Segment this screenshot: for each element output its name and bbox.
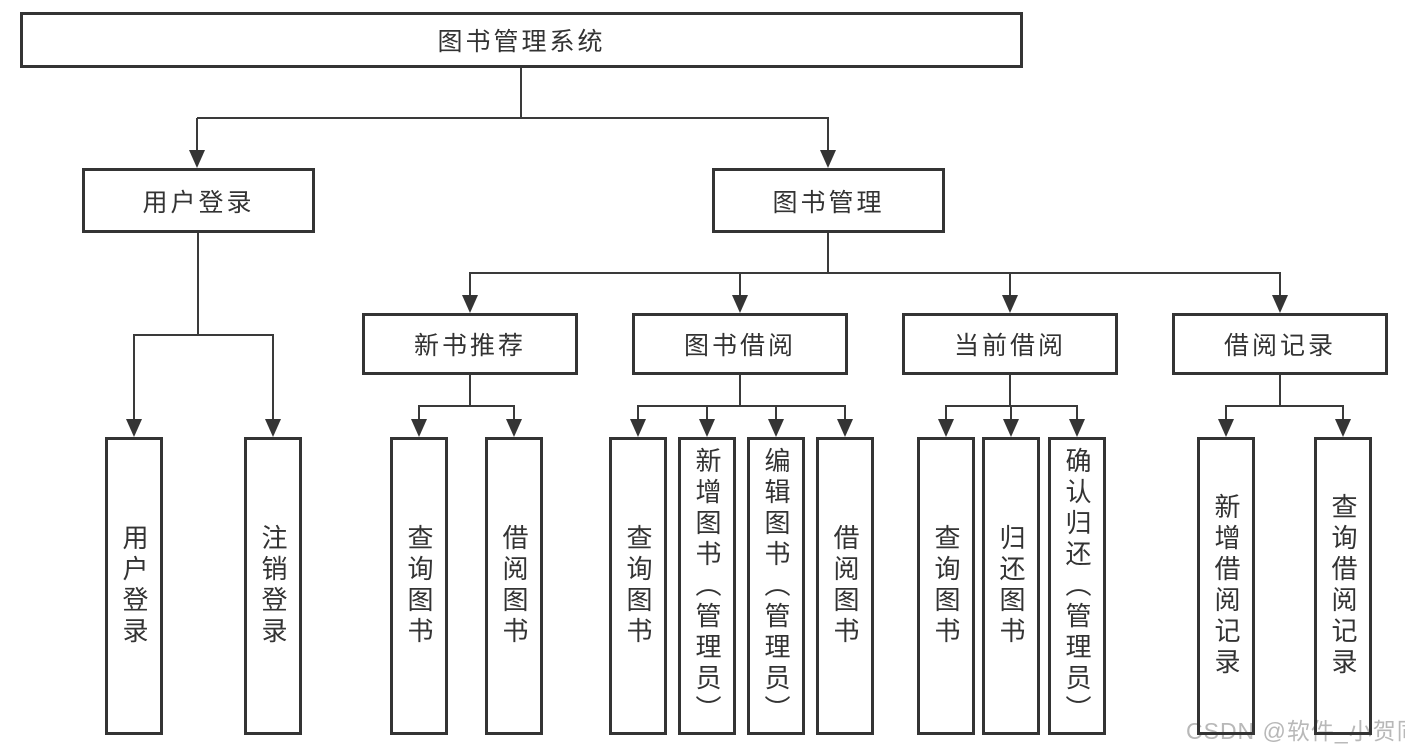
arrow-down-icon <box>189 150 205 168</box>
leaf-confirm-return-admin: 确认归还（管理员） <box>1048 437 1106 735</box>
leaf-borrow-books-recommend: 借阅图书 <box>485 437 543 735</box>
leaf-query-books-borrow-label: 查询图书 <box>623 524 653 648</box>
arrow-down-icon <box>265 419 281 437</box>
connector-line <box>827 233 829 273</box>
arrow-down-icon <box>1218 419 1234 437</box>
leaf-user-login-label: 用户登录 <box>119 524 149 648</box>
leaf-return-book: 归还图书 <box>982 437 1040 735</box>
leaf-borrow-books-recommend-label: 借阅图书 <box>499 524 529 648</box>
connector-line <box>1225 406 1227 423</box>
leaf-add-borrow-record-label: 新增借阅记录 <box>1211 493 1241 679</box>
connector-line <box>133 335 135 423</box>
leaf-edit-book-admin-label: 编辑图书（管理员） <box>761 446 791 726</box>
arrow-down-icon <box>837 419 853 437</box>
leaf-query-books-borrow: 查询图书 <box>609 437 667 735</box>
node-user-login: 用户登录 <box>82 168 315 233</box>
arrow-down-icon <box>938 419 954 437</box>
node-borrow-records-label: 借阅记录 <box>1223 332 1336 360</box>
connector-line <box>1225 405 1344 407</box>
node-user-login-label: 用户登录 <box>142 188 255 217</box>
connector-line <box>469 272 1281 274</box>
arrow-down-icon <box>411 419 427 437</box>
arrow-down-icon <box>506 419 522 437</box>
node-root-label: 图书管理系统 <box>437 28 606 56</box>
node-root: 图书管理系统 <box>20 12 1023 68</box>
leaf-query-books-current-label: 查询图书 <box>931 524 961 648</box>
connector-line <box>637 406 639 423</box>
connector-line <box>469 273 471 299</box>
connector-line <box>520 68 522 118</box>
leaf-query-books-current: 查询图书 <box>917 437 975 735</box>
connector-line <box>272 335 274 423</box>
connector-line <box>844 406 846 423</box>
node-book-management: 图书管理 <box>712 168 945 233</box>
arrow-down-icon <box>820 150 836 168</box>
connector-line <box>197 117 829 119</box>
node-current-borrow-label: 当前借阅 <box>953 332 1066 360</box>
arrow-down-icon <box>126 419 142 437</box>
connector-line <box>1009 375 1011 406</box>
arrow-down-icon <box>1003 419 1019 437</box>
node-borrow-records: 借阅记录 <box>1172 313 1388 375</box>
node-book-management-label: 图书管理 <box>772 188 885 217</box>
connector-line <box>706 406 708 423</box>
connector-line <box>513 406 515 423</box>
arrow-down-icon <box>768 419 784 437</box>
leaf-query-borrow-record-label: 查询借阅记录 <box>1328 493 1358 679</box>
leaf-query-books-recommend-label: 查询图书 <box>404 524 434 648</box>
arrow-down-icon <box>462 295 478 313</box>
leaf-add-book-admin-label: 新增图书（管理员） <box>692 446 722 726</box>
connector-line <box>1009 273 1011 299</box>
leaf-add-book-admin: 新增图书（管理员） <box>678 437 736 735</box>
connector-line <box>1342 406 1344 423</box>
connector-line <box>827 118 829 154</box>
leaf-logout: 注销登录 <box>244 437 302 735</box>
node-new-book-recommend-label: 新书推荐 <box>413 332 526 360</box>
connector-line <box>133 334 274 336</box>
connector-line <box>1010 406 1012 423</box>
arrow-down-icon <box>732 295 748 313</box>
leaf-confirm-return-admin-label: 确认归还（管理员） <box>1062 446 1092 726</box>
leaf-query-books-recommend: 查询图书 <box>390 437 448 735</box>
connector-line <box>775 406 777 423</box>
connector-line <box>1076 406 1078 423</box>
connector-line <box>418 406 420 423</box>
connector-line <box>418 405 515 407</box>
connector-line <box>1279 273 1281 299</box>
connector-line <box>739 273 741 299</box>
arrow-down-icon <box>699 419 715 437</box>
connector-line <box>637 405 846 407</box>
node-new-book-recommend: 新书推荐 <box>362 313 578 375</box>
leaf-add-borrow-record: 新增借阅记录 <box>1197 437 1255 735</box>
connector-line <box>945 406 947 423</box>
arrow-down-icon <box>630 419 646 437</box>
leaf-user-login: 用户登录 <box>105 437 163 735</box>
leaf-return-book-label: 归还图书 <box>996 524 1026 648</box>
connector-line <box>469 375 471 406</box>
connector-line <box>1279 375 1281 406</box>
node-book-borrow: 图书借阅 <box>632 313 848 375</box>
arrow-down-icon <box>1272 295 1288 313</box>
watermark: CSDN @软件_小贺同学 <box>1186 718 1405 744</box>
connector-line <box>739 375 741 406</box>
leaf-query-borrow-record: 查询借阅记录 <box>1314 437 1372 735</box>
arrow-down-icon <box>1002 295 1018 313</box>
connector-line <box>196 118 198 154</box>
arrow-down-icon <box>1069 419 1085 437</box>
leaf-edit-book-admin: 编辑图书（管理员） <box>747 437 805 735</box>
connector-line <box>197 233 199 335</box>
leaf-borrow-books: 借阅图书 <box>816 437 874 735</box>
leaf-borrow-books-label: 借阅图书 <box>830 524 860 648</box>
arrow-down-icon <box>1335 419 1351 437</box>
leaf-logout-label: 注销登录 <box>258 524 288 648</box>
node-book-borrow-label: 图书借阅 <box>683 332 796 360</box>
node-current-borrow: 当前借阅 <box>902 313 1118 375</box>
